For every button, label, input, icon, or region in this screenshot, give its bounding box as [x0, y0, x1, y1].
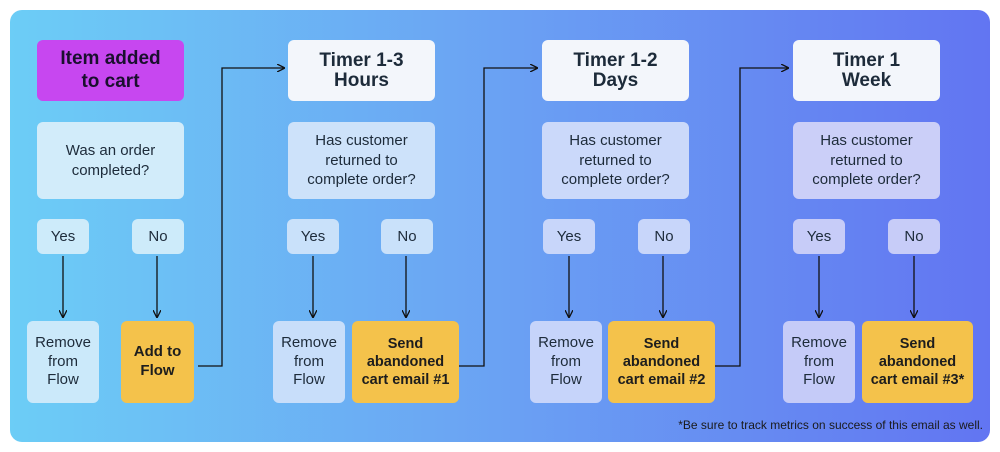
add-to-flow-node: Add to Flow: [121, 321, 194, 403]
arrow-send-2-to-timer-3: [715, 68, 788, 367]
arrow-send-1-to-timer-2: [459, 68, 537, 367]
remove-from-flow-node: Remove from Flow: [27, 321, 99, 403]
remove-from-flow-node: Remove from Flow: [783, 321, 855, 403]
customer-returned-question: Has customer returned to complete order?: [542, 122, 689, 199]
timer-node: Timer 1-2 Days: [542, 40, 689, 101]
arrow-add-to-timer-1: [198, 68, 284, 367]
timer-node: Timer 1 Week: [793, 40, 940, 101]
send-email-node: Send abandoned cart email #3*: [862, 321, 973, 403]
send-email-node: Send abandoned cart email #2: [608, 321, 715, 403]
timer-node: Timer 1-3 Hours: [288, 40, 435, 101]
start-node: Item added to cart: [37, 40, 184, 101]
no-label: No: [638, 219, 690, 254]
remove-from-flow-node: Remove from Flow: [273, 321, 345, 403]
footnote: *Be sure to track metrics on success of …: [678, 418, 983, 432]
customer-returned-question: Has customer returned to complete order?: [793, 122, 940, 199]
customer-returned-question: Has customer returned to complete order?: [288, 122, 435, 199]
no-label: No: [381, 219, 433, 254]
order-completed-question: Was an order completed?: [37, 122, 184, 199]
no-label: No: [888, 219, 940, 254]
yes-label: Yes: [543, 219, 595, 254]
remove-from-flow-node: Remove from Flow: [530, 321, 602, 403]
yes-label: Yes: [287, 219, 339, 254]
yes-label: Yes: [37, 219, 89, 254]
no-label: No: [132, 219, 184, 254]
yes-label: Yes: [793, 219, 845, 254]
send-email-node: Send abandoned cart email #1: [352, 321, 459, 403]
